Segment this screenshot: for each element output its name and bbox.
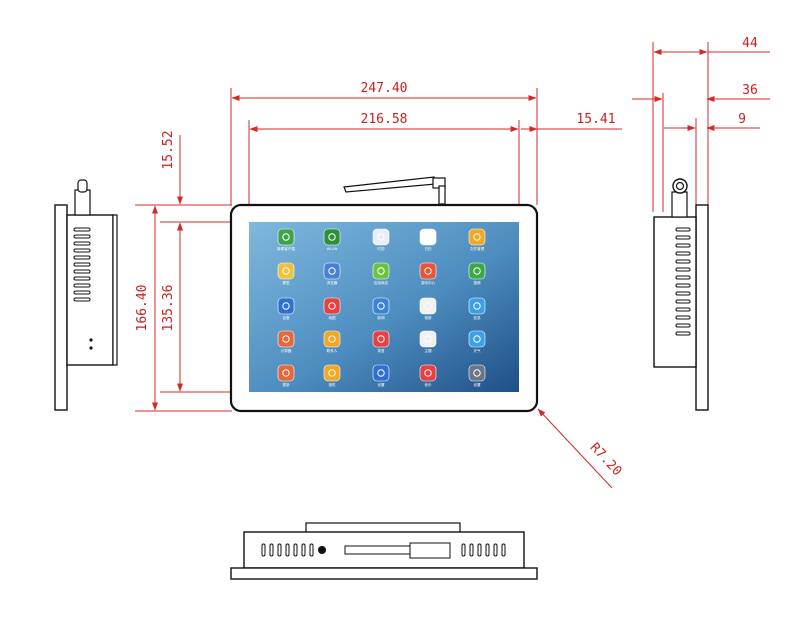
- bottom-vents: [261, 543, 506, 557]
- news-icon[interactable]: 新闻: [372, 297, 390, 320]
- app-label: 设置: [377, 382, 385, 387]
- browser-icon[interactable]: 浏览器: [323, 262, 341, 285]
- right-vents: [675, 227, 691, 336]
- calculator-icon[interactable]: 计算器: [277, 330, 295, 353]
- app-label: 相册: [424, 315, 432, 320]
- music-icon[interactable]: 音乐: [419, 364, 437, 387]
- wifi-icon[interactable]: WLAN: [323, 228, 341, 251]
- app-label: 视频: [473, 280, 481, 285]
- app-label: WLAN: [327, 247, 338, 251]
- app-label: 地图: [328, 315, 336, 320]
- app-label: 更新: [282, 382, 290, 387]
- app-label: 计算器: [281, 348, 292, 353]
- app-label: 时钟: [377, 246, 385, 251]
- dim-side-margin: 15.41: [576, 112, 615, 127]
- bottom-view: [230, 522, 538, 580]
- record-icon[interactable]: 录音: [372, 330, 390, 353]
- theme-icon[interactable]: 主题: [419, 330, 437, 353]
- left-side-view: [54, 179, 118, 411]
- game-icon[interactable]: 游戏中心: [419, 262, 437, 285]
- map-icon[interactable]: 地图: [323, 297, 341, 320]
- settings-icon[interactable]: 设置: [372, 364, 390, 387]
- app-label: 录音: [377, 348, 385, 353]
- app-label: 天气: [473, 348, 481, 353]
- dim-overall-width: 247.40: [361, 81, 408, 96]
- app-label: 设置: [473, 382, 481, 387]
- antenna: [343, 176, 446, 205]
- right-side-view: [653, 178, 709, 411]
- video-icon[interactable]: 视频: [468, 262, 486, 285]
- app-label: 百度: [282, 315, 290, 320]
- app-label: 信息: [473, 315, 481, 320]
- calendar-icon[interactable]: 日历: [419, 228, 437, 251]
- app-icon[interactable]: 新闻客户端: [277, 228, 295, 251]
- dim-top-margin: 15.52: [161, 130, 176, 169]
- camera-icon[interactable]: 相机: [323, 364, 341, 387]
- photo-icon[interactable]: 相册: [419, 297, 437, 320]
- folder-icon[interactable]: 文件管理: [468, 228, 486, 251]
- weather-icon[interactable]: 天气: [468, 330, 486, 353]
- dim-depth-total: 44: [742, 36, 758, 51]
- update-icon[interactable]: 更新: [277, 364, 295, 387]
- dim-screen-height: 135.36: [161, 285, 176, 332]
- app-label: 相机: [328, 382, 336, 387]
- app-label: 联系人: [327, 348, 338, 353]
- app-label: 文件管理: [470, 246, 485, 251]
- app-label: 新闻: [377, 315, 385, 320]
- app-label: 日历: [424, 247, 432, 251]
- app-label: 便签: [282, 280, 290, 285]
- contacts-icon[interactable]: 联系人: [323, 330, 341, 353]
- paw-icon[interactable]: 百度: [277, 297, 295, 320]
- store-icon[interactable]: 应用商店: [372, 262, 390, 285]
- dim-corner-radius: R7.20: [587, 440, 625, 479]
- app-label: 新闻客户端: [277, 246, 295, 251]
- dim-depth-front: 9: [738, 112, 746, 127]
- dim-screen-width: 216.58: [361, 112, 408, 127]
- app-label: 游戏中心: [421, 280, 436, 285]
- clock-icon[interactable]: 时钟: [372, 228, 390, 251]
- app-label: 音乐: [424, 382, 432, 387]
- message-icon[interactable]: 信息: [468, 297, 486, 320]
- app-label: 应用商店: [374, 280, 389, 285]
- app-label: 浏览器: [327, 280, 338, 285]
- gear-icon[interactable]: 设置: [468, 364, 486, 387]
- app-label: 主题: [424, 348, 432, 353]
- dim-depth-body: 36: [742, 83, 758, 98]
- left-vents: [73, 227, 91, 302]
- dim-overall-height: 166.40: [135, 285, 150, 332]
- dimension-lines: [135, 42, 770, 489]
- note-icon[interactable]: 便签: [277, 262, 295, 285]
